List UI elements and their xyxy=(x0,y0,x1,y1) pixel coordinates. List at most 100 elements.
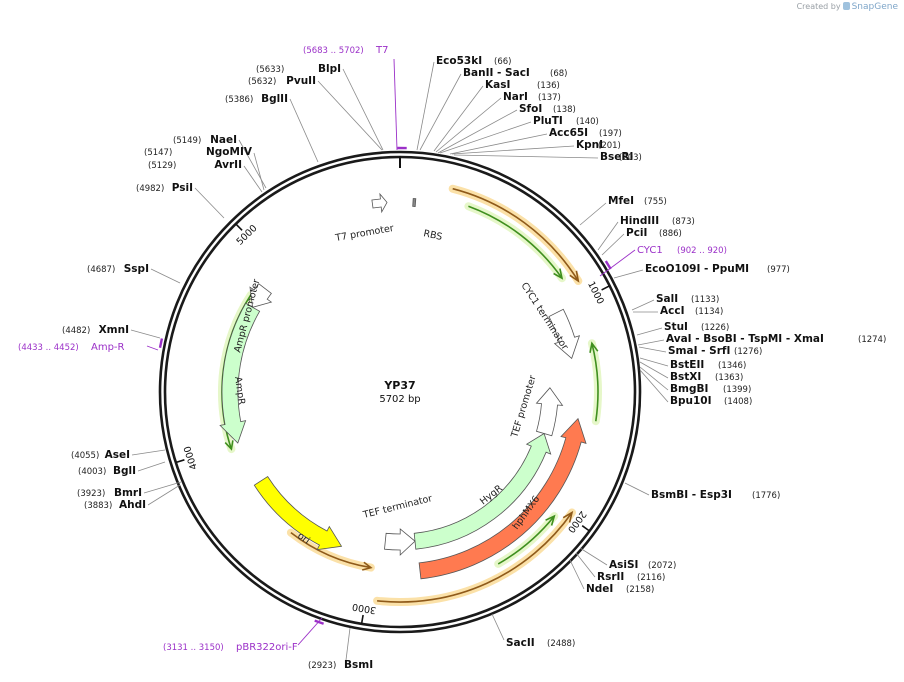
site-name: KasI xyxy=(485,79,510,91)
leader-line xyxy=(439,121,532,154)
orf-green-lower-arrowhead xyxy=(545,514,556,526)
site-name: MfeI xyxy=(608,195,634,207)
leader-line xyxy=(491,613,505,641)
site-position: (1408) xyxy=(724,397,752,407)
site-position: (201) xyxy=(598,141,621,151)
primer-mark-amp-r xyxy=(158,338,164,348)
site-position: (1399) xyxy=(723,385,751,395)
leader-line xyxy=(637,339,665,346)
feature-tef-promoter xyxy=(535,387,564,437)
site-position: (4055) xyxy=(71,451,99,461)
site-position: (4003) xyxy=(78,467,106,477)
leader-line xyxy=(147,484,181,506)
label-tef-promoter: TEF promoter xyxy=(509,374,539,440)
orf-green-lower xyxy=(497,515,555,565)
site-position: (5147) xyxy=(144,148,172,158)
label-tef-terminator: TEF terminator xyxy=(361,493,433,521)
site-position: (4687) xyxy=(87,265,115,275)
site-name: BsmBI - Esp3I xyxy=(651,489,732,501)
site-name: StuI xyxy=(664,321,688,333)
orf-green-top xyxy=(468,205,563,279)
site-name: BanII - SacI xyxy=(463,67,530,79)
leader-line xyxy=(130,329,161,339)
site-name: PsiI xyxy=(172,182,193,194)
leader-line xyxy=(137,461,166,472)
leader-line xyxy=(416,61,435,151)
site-position: (137) xyxy=(538,93,561,103)
leader-lines xyxy=(130,61,669,661)
site-position: (197) xyxy=(599,129,622,139)
site-name: SfoI xyxy=(519,103,542,115)
orf-orange-right xyxy=(377,512,573,603)
leader-line xyxy=(639,366,669,391)
site-position: (203) xyxy=(619,153,642,163)
site-name: HindIII xyxy=(620,215,659,227)
leader-line xyxy=(345,627,351,661)
leader-line xyxy=(131,449,166,456)
site-position: (1226) xyxy=(701,323,729,333)
site-position: (1133) xyxy=(691,295,719,305)
orf-orange-bottom-arrowhead xyxy=(361,561,373,571)
site-position: (3883) xyxy=(84,501,112,511)
feature-tef-terminator xyxy=(384,528,416,556)
leader-line xyxy=(238,139,267,189)
orf-green-right-arrowhead xyxy=(589,341,599,353)
site-position: (4482) xyxy=(62,326,90,336)
tick-mark xyxy=(581,525,590,532)
site-name: SmaI - SrfI xyxy=(668,345,730,357)
site-position: (5149) xyxy=(173,136,201,146)
site-position: (1276) xyxy=(734,347,762,357)
primer-name: T7 xyxy=(375,45,388,56)
site-position: (977) xyxy=(767,265,790,275)
leader-line xyxy=(639,357,669,367)
site-name: PluTI xyxy=(533,115,563,127)
site-name: BstEII xyxy=(670,359,704,371)
leader-line xyxy=(624,482,650,496)
site-position: (68) xyxy=(550,69,567,79)
site-position: (5129) xyxy=(148,161,176,171)
site-name: AvrII xyxy=(214,159,242,171)
leader-line xyxy=(150,268,181,284)
site-position: (5632) xyxy=(248,77,276,87)
site-position: (1776) xyxy=(752,491,780,501)
site-name: AccI xyxy=(660,305,684,317)
plasmid-name: YP37 xyxy=(383,379,415,392)
feature-hphmx6 xyxy=(418,417,587,580)
label-t7-promoter: T7 promoter xyxy=(334,223,395,244)
site-position: (138) xyxy=(553,105,576,115)
site-name: BglI xyxy=(113,465,136,477)
site-name: SacII xyxy=(506,637,535,649)
site-name: BseRI xyxy=(600,151,633,163)
leader-line xyxy=(435,97,502,153)
site-name: SspI xyxy=(124,263,149,275)
orf-green-right xyxy=(591,343,599,422)
orf-orange-right-arrowhead xyxy=(562,510,574,523)
leader-line xyxy=(453,154,599,159)
site-name: EcoO109I - PpuMI xyxy=(645,263,749,275)
site-name: BmrI xyxy=(114,487,142,499)
primer-position: (5683 .. 5702) xyxy=(303,46,364,56)
site-name: NdeI xyxy=(586,583,613,595)
leader-line xyxy=(613,269,644,279)
site-name: PvuII xyxy=(286,75,316,87)
site-position: (3923) xyxy=(77,489,105,499)
site-position: (2923) xyxy=(308,661,336,671)
site-name: NgoMIV xyxy=(206,146,253,158)
site-name: Bpu10I xyxy=(670,395,712,407)
primer-leader xyxy=(297,617,323,646)
leader-line xyxy=(639,369,669,403)
site-name: BmgBI xyxy=(670,383,708,395)
site-position: (136) xyxy=(537,81,560,91)
feature-hygr xyxy=(413,432,552,550)
leader-line xyxy=(579,202,607,226)
leader-line xyxy=(143,481,182,494)
leader-line xyxy=(631,299,655,311)
leader-line xyxy=(437,109,518,154)
site-name: BstXI xyxy=(670,371,701,383)
leader-line xyxy=(579,547,608,566)
leader-line xyxy=(433,85,484,152)
primer-position: (3131 .. 3150) xyxy=(163,643,224,653)
site-name: XmnI xyxy=(99,324,129,336)
